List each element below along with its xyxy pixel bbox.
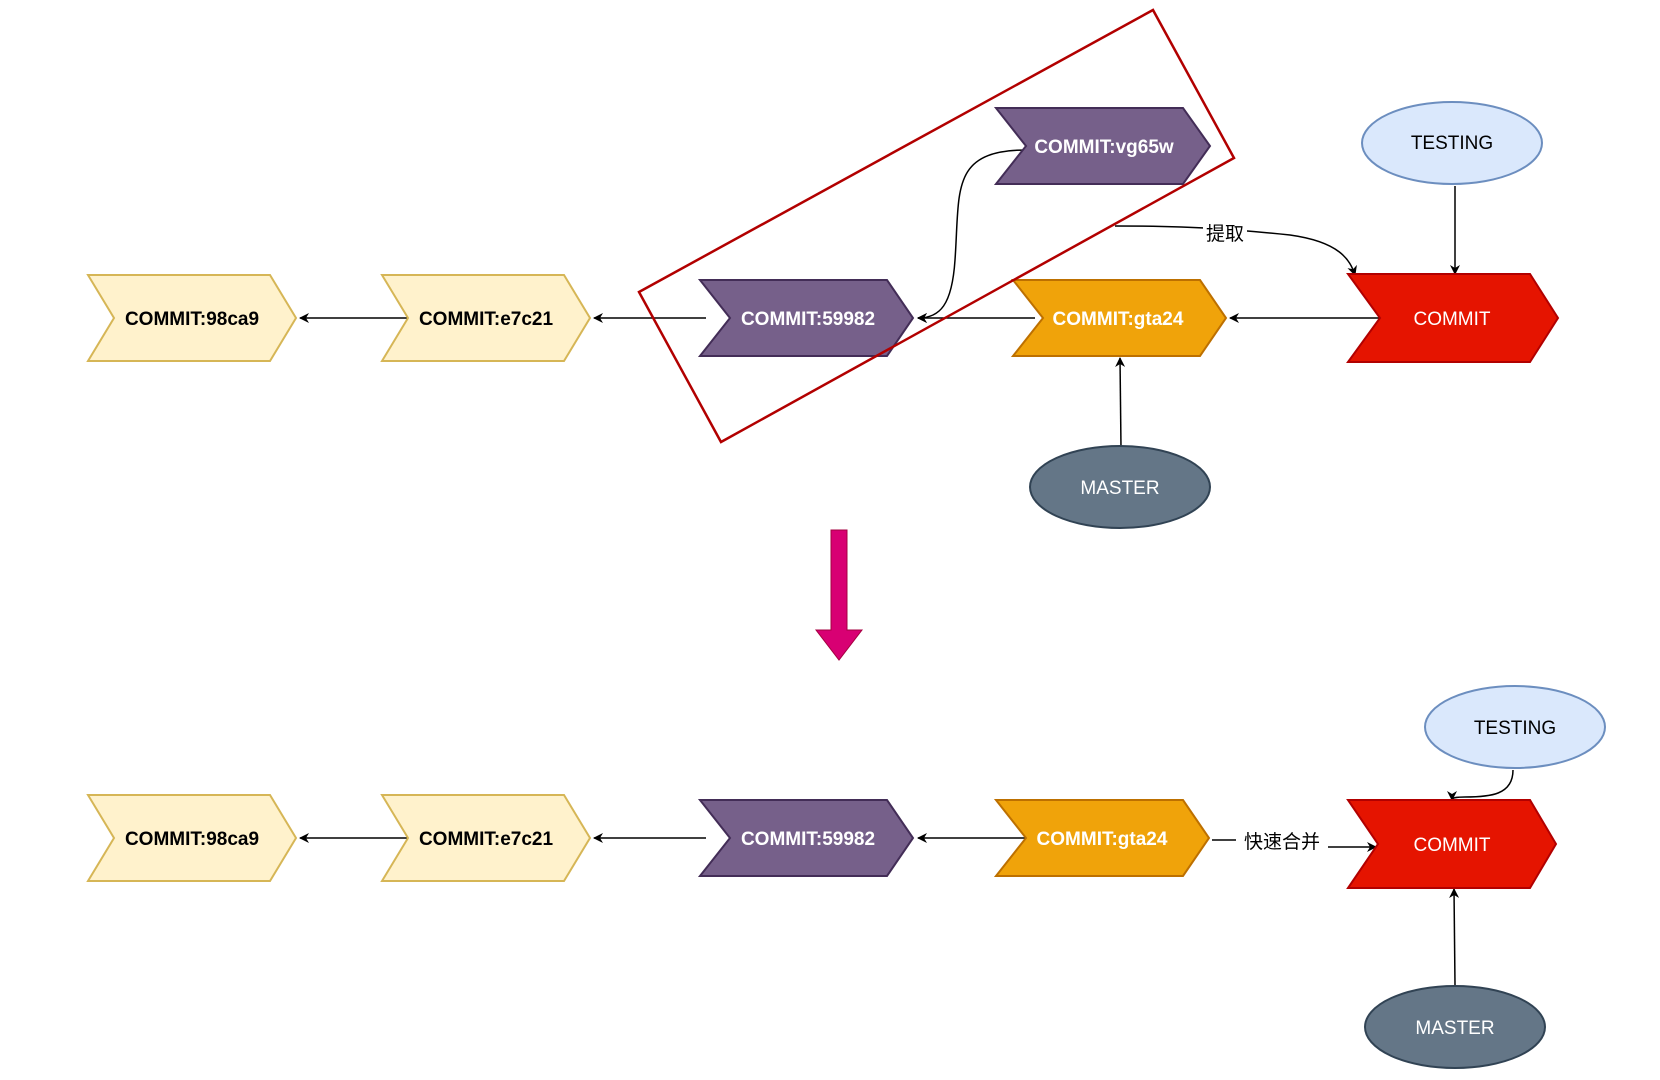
edge-vg65w-to-59982 bbox=[917, 149, 1028, 323]
branch-label: TESTING bbox=[1411, 133, 1493, 154]
cherry-pick-highlight-box bbox=[637, 8, 1236, 444]
commit-label: COMMIT:e7c21 bbox=[419, 309, 554, 330]
bottom-commit-gta24[interactable]: COMMIT:gta24 bbox=[993, 799, 1211, 877]
edge-master-to-commit bbox=[1449, 888, 1460, 986]
commit-label: COMMIT:e7c21 bbox=[419, 829, 554, 850]
extract-label: 提取 bbox=[1206, 223, 1244, 245]
transition-down-arrow bbox=[814, 529, 864, 661]
top-commit-gta24[interactable]: COMMIT:gta24 bbox=[1010, 279, 1228, 357]
top-edges bbox=[299, 149, 1460, 449]
edge-extract-to-commit bbox=[1114, 225, 1357, 276]
bottom-master-branch[interactable]: MASTER bbox=[1364, 985, 1546, 1069]
commit-label: COMMIT:59982 bbox=[741, 829, 875, 850]
bottom-commit-new[interactable]: COMMIT bbox=[1346, 799, 1558, 889]
commit-label: COMMIT bbox=[1413, 835, 1490, 856]
commit-label: COMMIT:59982 bbox=[741, 309, 875, 330]
top-testing-branch[interactable]: TESTING bbox=[1361, 101, 1543, 185]
bottom-edges bbox=[299, 769, 1514, 986]
top-commit-98ca9[interactable]: COMMIT:98ca9 bbox=[86, 274, 298, 362]
commit-label: COMMIT:vg65w bbox=[1034, 137, 1174, 158]
top-commit-59982[interactable]: COMMIT:59982 bbox=[697, 279, 915, 357]
bottom-commit-e7c21[interactable]: COMMIT:e7c21 bbox=[380, 794, 592, 882]
commit-label: COMMIT:gta24 bbox=[1053, 309, 1184, 330]
bottom-testing-branch[interactable]: TESTING bbox=[1424, 685, 1606, 769]
top-master-branch[interactable]: MASTER bbox=[1029, 445, 1211, 529]
branch-label: MASTER bbox=[1080, 478, 1159, 499]
top-commit-vg65w[interactable]: COMMIT:vg65w bbox=[993, 107, 1212, 185]
fast-forward-merge-label: 快速合并 bbox=[1244, 831, 1320, 853]
commit-label: COMMIT:gta24 bbox=[1037, 829, 1168, 850]
edge-testing-to-commit bbox=[1447, 769, 1514, 801]
commit-label: COMMIT:98ca9 bbox=[125, 829, 259, 850]
branch-label: MASTER bbox=[1415, 1018, 1494, 1039]
commit-label: COMMIT:98ca9 bbox=[125, 309, 259, 330]
top-commit-e7c21[interactable]: COMMIT:e7c21 bbox=[380, 274, 592, 362]
edge-master-to-gta24 bbox=[1115, 357, 1126, 449]
bottom-commit-98ca9[interactable]: COMMIT:98ca9 bbox=[86, 794, 298, 882]
extract-label-bg bbox=[1203, 220, 1247, 244]
top-commit-new[interactable]: COMMIT bbox=[1346, 273, 1560, 363]
bottom-commit-59982[interactable]: COMMIT:59982 bbox=[697, 799, 915, 877]
commit-label: COMMIT bbox=[1413, 309, 1490, 330]
branch-label: TESTING bbox=[1474, 718, 1556, 739]
